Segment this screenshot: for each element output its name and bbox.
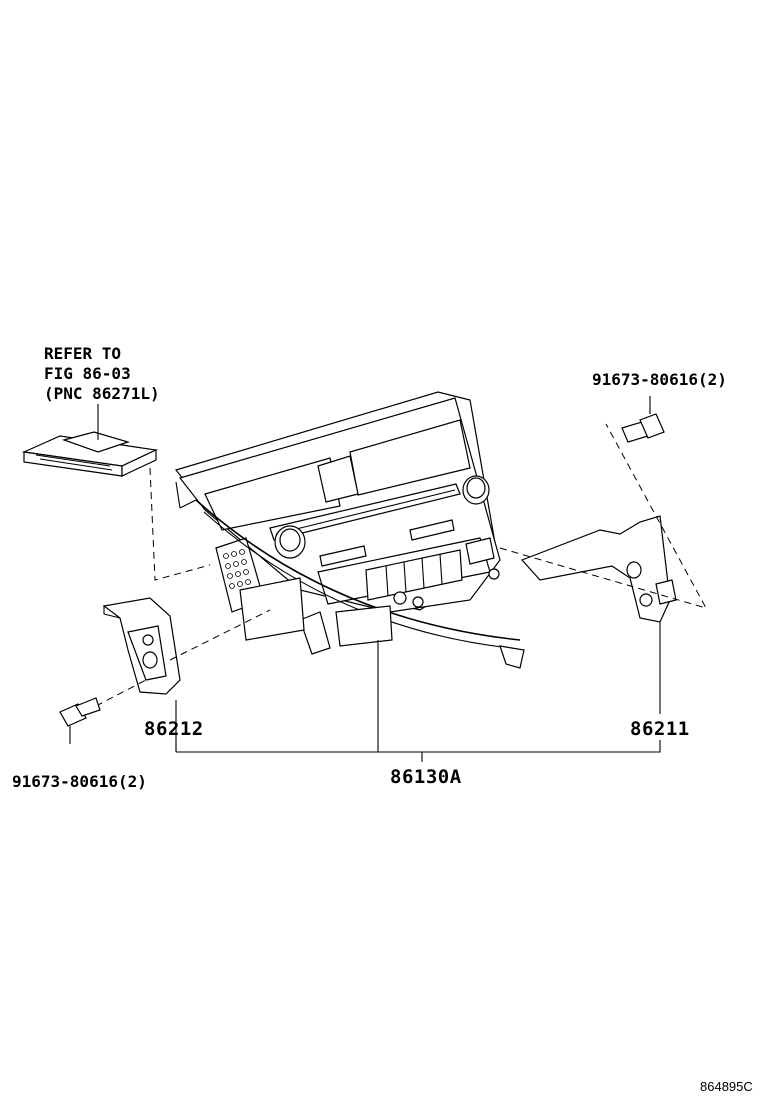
label-bolt-right: 91673-80616(2) — [592, 370, 727, 389]
bracket-right — [520, 515, 677, 623]
bracket-left — [102, 597, 181, 695]
bolt-right — [621, 396, 665, 443]
label-assembly: 86130A — [390, 766, 462, 788]
bolt-left — [59, 697, 101, 744]
ref-note-line3: (PNC 86271L) — [44, 384, 160, 403]
label-bolt-left: 91673-80616(2) — [12, 772, 147, 791]
label-bracket-left: 86212 — [144, 718, 204, 740]
figure-id: 864895C — [700, 1079, 753, 1094]
ref-note-line2: FIG 86-03 — [44, 364, 131, 383]
audio-panel — [174, 391, 525, 669]
left-bracket-dashed — [169, 609, 271, 661]
right-dashed-box — [499, 423, 708, 609]
left-bolt-dashed — [95, 679, 147, 707]
label-bracket-right: 86211 — [630, 718, 690, 740]
ref-note-line1: REFER TO — [44, 344, 122, 363]
reference-module — [21, 404, 159, 477]
bracket-line — [176, 740, 661, 753]
ref-dashed-leader — [149, 467, 211, 581]
